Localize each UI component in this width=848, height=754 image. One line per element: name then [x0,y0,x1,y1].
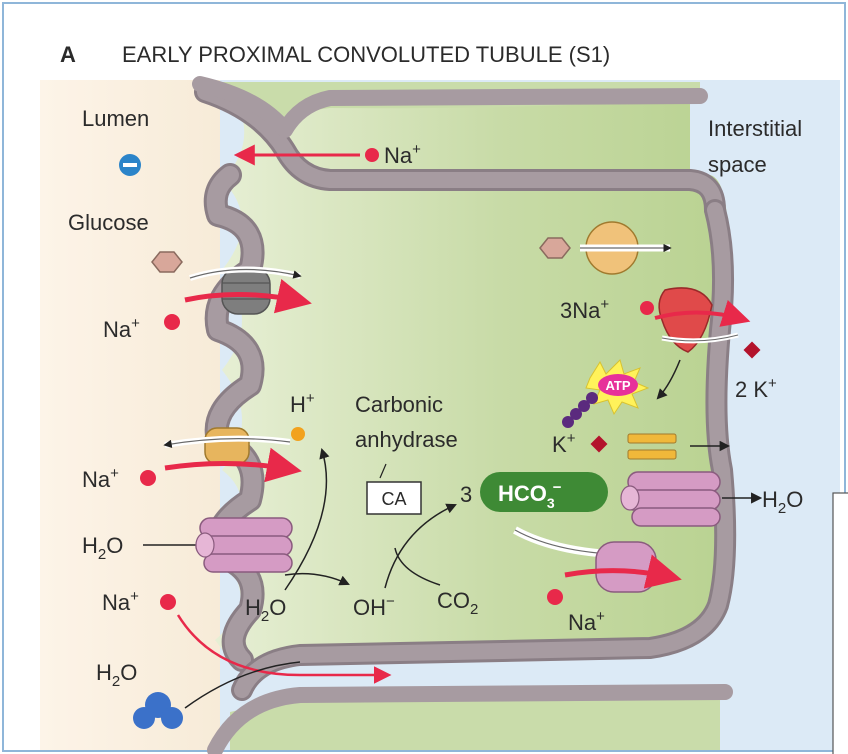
na-glucose-label: Na+ [103,315,140,342]
panel-title: EARLY PROXIMAL CONVOLUTED TUBULE (S1) [122,42,610,67]
adjacent-panel-edge [832,492,848,754]
top-junction-membrane [197,84,723,218]
h2o-center-label: H2O [245,595,286,625]
atp-label: ATP [605,378,630,393]
proton-dot [291,427,305,441]
na-nhe-flux-arrow [164,447,302,483]
nbc-cotransporter [595,541,657,593]
k-cell-diamond [590,435,608,453]
na-bottom-dot [547,589,563,605]
glucose-hexagon-lumen [151,251,183,273]
k-cell-label: K+ [552,430,576,457]
glucose-hexagon-cell [539,237,571,259]
aquaporin-apical [195,517,293,573]
na-nhe-dot [140,470,156,486]
upper-fragment-membrane [192,76,708,138]
na-glucose-flux-arrow [184,279,312,314]
na3-dot [640,301,654,315]
k-channel-upper [627,433,677,444]
k-channel-lower [627,449,677,460]
ca-pointer [379,463,387,479]
panel-letter: A [60,42,76,67]
lumen-label: Lumen [82,106,149,131]
ca-box-label: CA [381,489,406,509]
ca-box [366,481,422,515]
k2-label: 2 K+ [735,375,777,402]
h2o-para-label: H2O [96,660,137,690]
atp-hydrolysis-arrow [656,359,681,400]
paracellular-na-arrow [176,614,392,684]
na-glucose-dot [164,314,180,330]
na-bottom-label: Na+ [568,608,605,635]
carbonic-anhydrase-line2: anhydrase [355,427,458,452]
paracellular-water-arrow [184,661,301,709]
lower-fragment-membrane [207,684,733,754]
na3-label: 3Na+ [560,296,609,323]
glucose-label: Glucose [68,210,149,235]
na-para-label: Na+ [102,588,139,615]
adp-phosphate-chain [562,392,598,428]
hco3-label: HCO3− [498,479,562,511]
nhe-antiporter [204,427,250,465]
na-nhe-label: Na+ [82,465,119,492]
interstitial-label-line2: space [708,152,767,177]
na-pump-efflux-arrow [654,299,751,327]
co2-input-arrow [394,547,441,586]
na-top-label: Na+ [384,141,421,168]
sglt-cotransporter [221,267,271,315]
bicarbonate-formation-arrow [384,503,457,589]
na-k-atpase-pump [658,287,713,353]
interstitial-label-line1: Interstitial [708,116,802,141]
hco3-coefficient: 3 [460,482,472,507]
lumen-negative-charge-icon [119,154,141,176]
atp-badge [598,374,638,396]
carbonic-anhydrase-line1: Carbonic [355,392,443,417]
h-plus-label: H+ [290,390,315,417]
na-para-dot [160,594,176,610]
aquaporin-basolateral [620,471,721,527]
k-interstitial-diamond [743,341,761,359]
water-dissociation-arrow [284,447,330,591]
na-top-dot [365,148,379,162]
co2-label: CO2 [437,588,478,618]
hydroxide-formation-arrow [284,572,350,586]
water-molecule-icon [133,692,183,729]
oh-label: OH− [353,593,395,620]
h2o-basolateral-label: H2O [762,487,803,517]
lower-cell-fragment [230,694,720,750]
h2o-apical-label: H2O [82,533,123,563]
na-nbc-efflux-arrow [564,554,682,589]
hco3-pill [480,472,608,512]
